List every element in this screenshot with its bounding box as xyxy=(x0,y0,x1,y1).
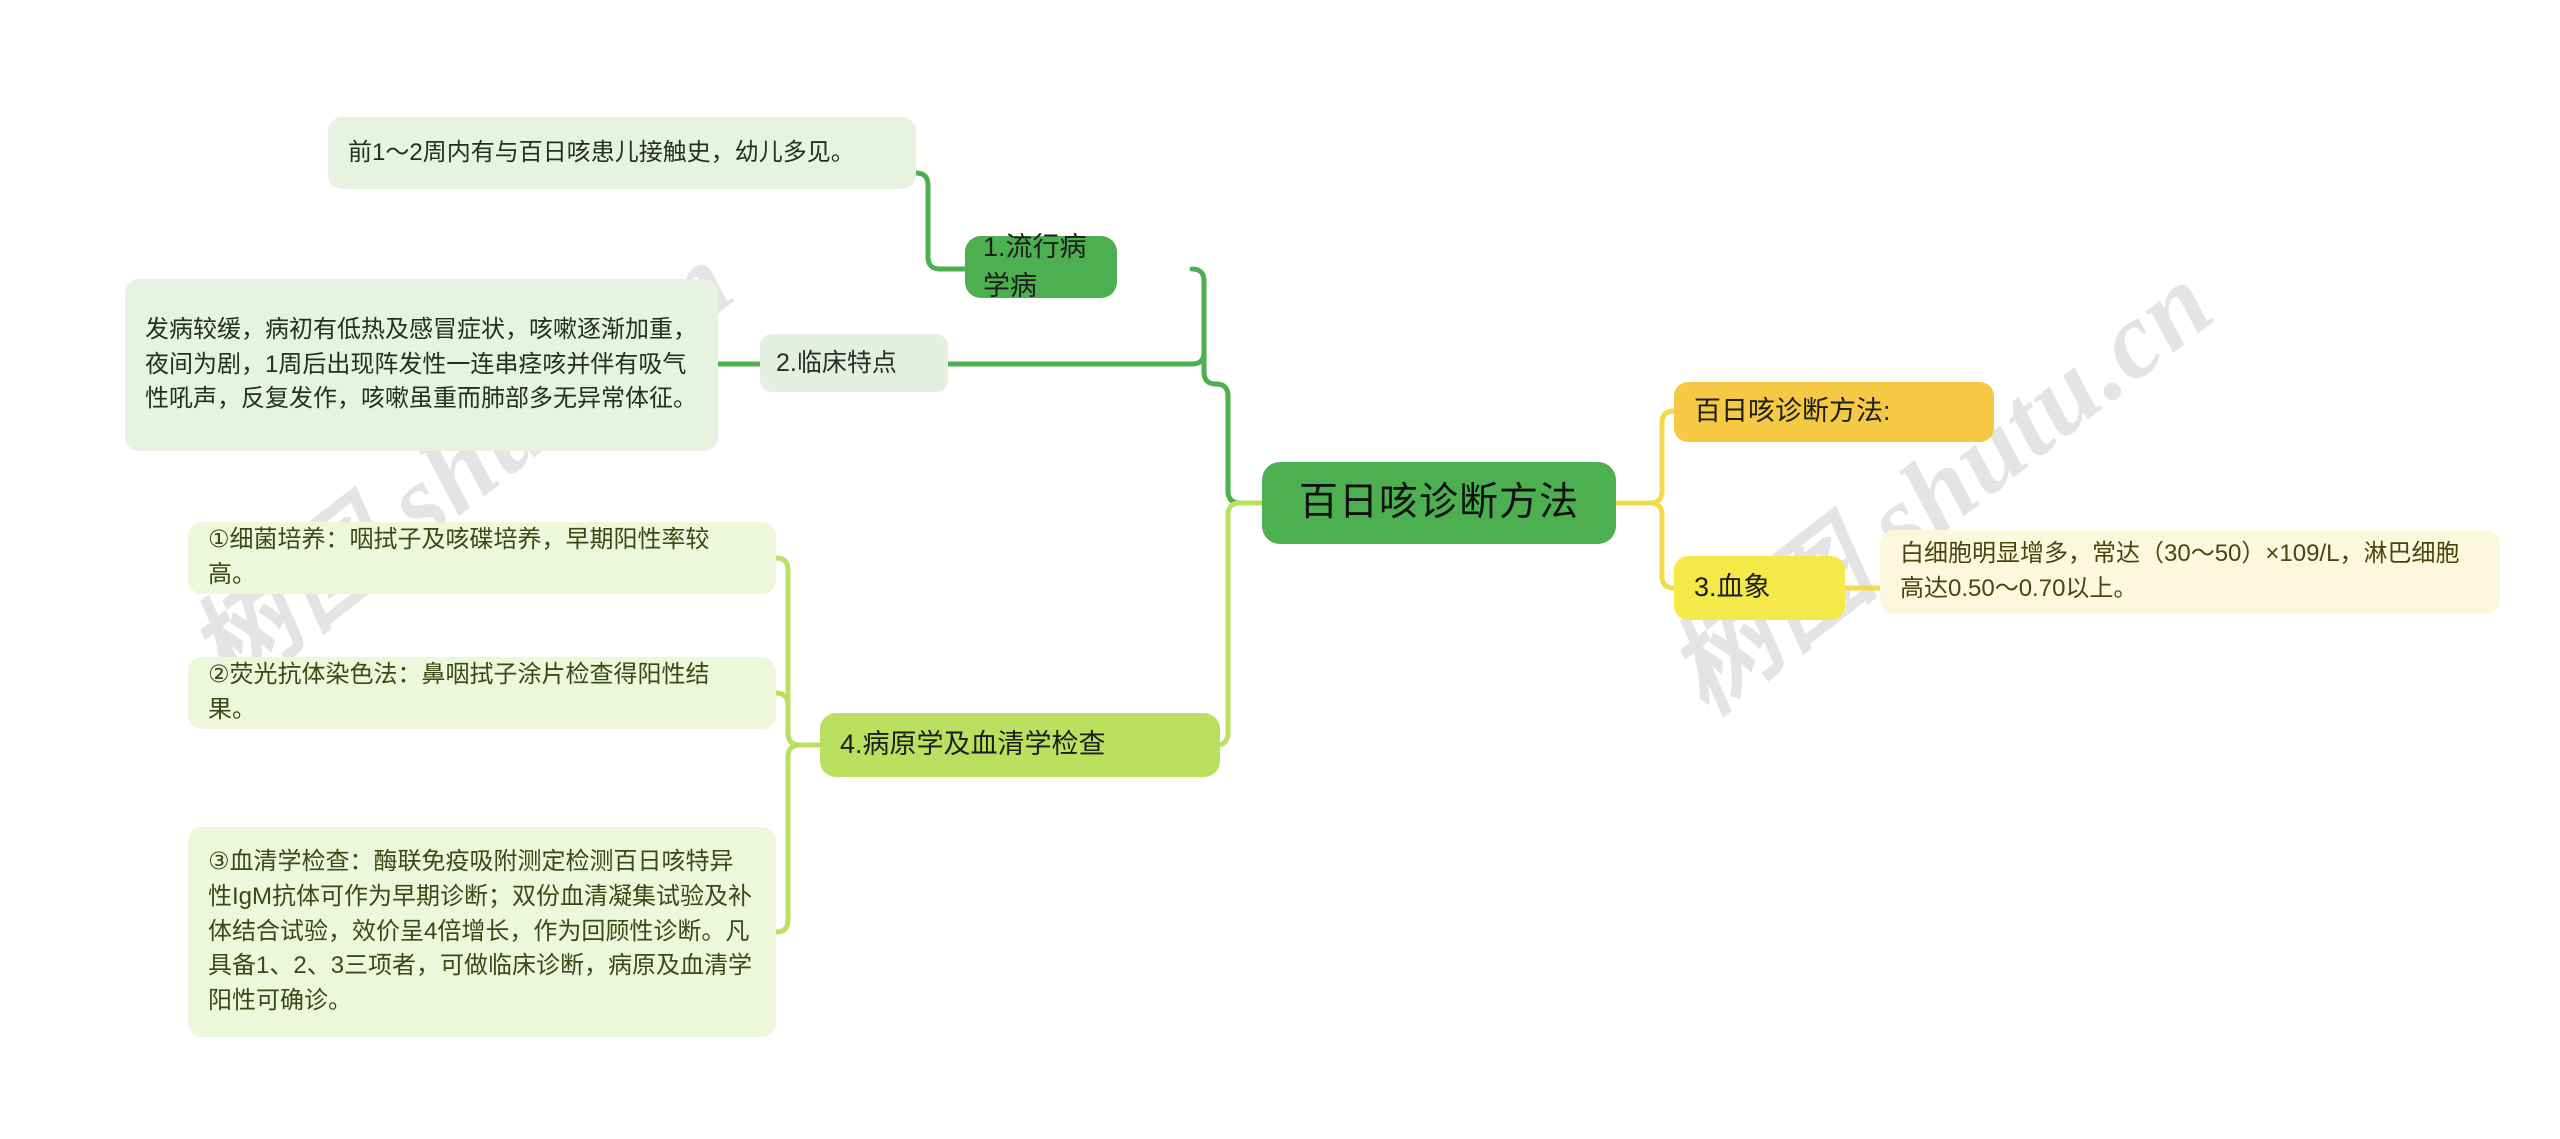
leaf-contact-history-label: 前1～2周内有与百日咳患儿接触史，幼儿多见。 xyxy=(348,138,855,166)
branch-diagnosis-method-title-label: 百日咳诊断方法: xyxy=(1694,396,1891,427)
branch-blood-picture-label: 3.血象 xyxy=(1694,572,1771,603)
branch-clinical-features-label: 2.临床特点 xyxy=(776,348,897,377)
branch-pathogen-serology[interactable]: 4.病原学及血清学检查 xyxy=(820,713,1220,777)
branch-epidemiology-label: 1.流行病学病 xyxy=(983,231,1087,301)
branch-epidemiology[interactable]: 1.流行病学病 xyxy=(965,232,1117,301)
branch-blood-picture[interactable]: 3.血象 xyxy=(1674,556,1845,620)
leaf-clinical-detail[interactable]: 发病较缓，病初有低热及感冒症状，咳嗽逐渐加重，夜间为剧，1周后出现阵发性一连串痉… xyxy=(125,279,718,451)
leaf-serological-test-label: ③血清学检查：酶联免疫吸附测定检测百日咳特异性IgM抗体可作为早期诊断；双份血清… xyxy=(208,848,753,1015)
link-pathogen-to-leaf2 xyxy=(773,690,823,748)
leaf-serological-test[interactable]: ③血清学检查：酶联免疫吸附测定检测百日咳特异性IgM抗体可作为早期诊断；双份血清… xyxy=(188,827,776,1037)
leaf-bacterial-culture[interactable]: ①细菌培养：咽拭子及咳碟培养，早期阳性率较高。 xyxy=(188,522,776,594)
central-node[interactable]: 百日咳诊断方法 xyxy=(1262,462,1616,544)
link-epidemiology-to-leaf xyxy=(913,170,968,272)
link-central-right-spine xyxy=(1613,408,1677,506)
leaf-blood-detail-label: 白细胞明显增多，常达（30～50）×109/L，淋巴细胞高达0.50～0.70以… xyxy=(1900,540,2460,602)
leaf-bacterial-culture-label: ①细菌培养：咽拭子及咳碟培养，早期阳性率较高。 xyxy=(208,526,710,588)
leaf-fluorescent-antibody-label: ②荧光抗体染色法：鼻咽拭子涂片检查得阳性结果。 xyxy=(208,661,710,723)
link-pathogen-to-leaf3 xyxy=(773,742,823,935)
link-central-left-spine xyxy=(1213,381,1265,506)
branch-pathogen-serology-label: 4.病原学及血清学检查 xyxy=(840,729,1106,760)
link-central-left-spine-lower xyxy=(1213,500,1265,748)
link-spine-to-clinical-node xyxy=(945,297,1207,367)
branch-clinical-features[interactable]: 2.临床特点 xyxy=(760,334,948,392)
link-pathogen-to-leaf1 xyxy=(773,555,823,748)
link-central-right-spine-lower xyxy=(1613,500,1677,591)
leaf-fluorescent-antibody[interactable]: ②荧光抗体染色法：鼻咽拭子涂片检查得阳性结果。 xyxy=(188,657,776,729)
leaf-contact-history[interactable]: 前1～2周内有与百日咳患儿接触史，幼儿多见。 xyxy=(328,117,916,189)
central-node-label: 百日咳诊断方法 xyxy=(1298,480,1579,524)
leaf-blood-detail[interactable]: 白细胞明显增多，常达（30～50）×109/L，淋巴细胞高达0.50～0.70以… xyxy=(1880,530,2500,614)
branch-diagnosis-method-title[interactable]: 百日咳诊断方法: xyxy=(1674,382,1994,442)
leaf-clinical-detail-label: 发病较缓，病初有低热及感冒症状，咳嗽逐渐加重，夜间为剧，1周后出现阵发性一连串痉… xyxy=(145,315,697,413)
